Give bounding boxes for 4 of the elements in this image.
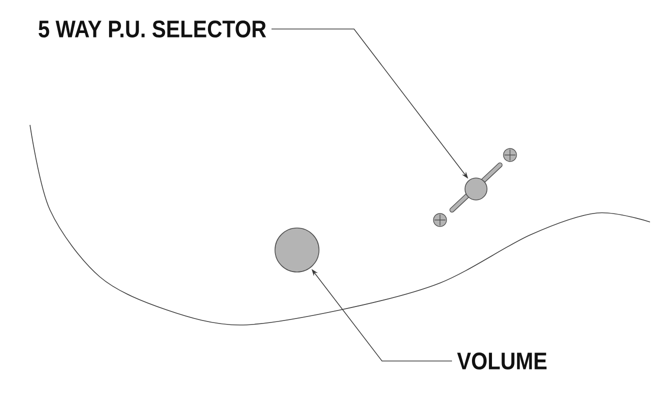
- callout-label: 5 WAY P.U. SELECTOR: [38, 20, 266, 38]
- volume-knob: [274, 228, 320, 272]
- callout-label: VOLUME: [457, 352, 547, 370]
- selector-knob: [464, 178, 488, 200]
